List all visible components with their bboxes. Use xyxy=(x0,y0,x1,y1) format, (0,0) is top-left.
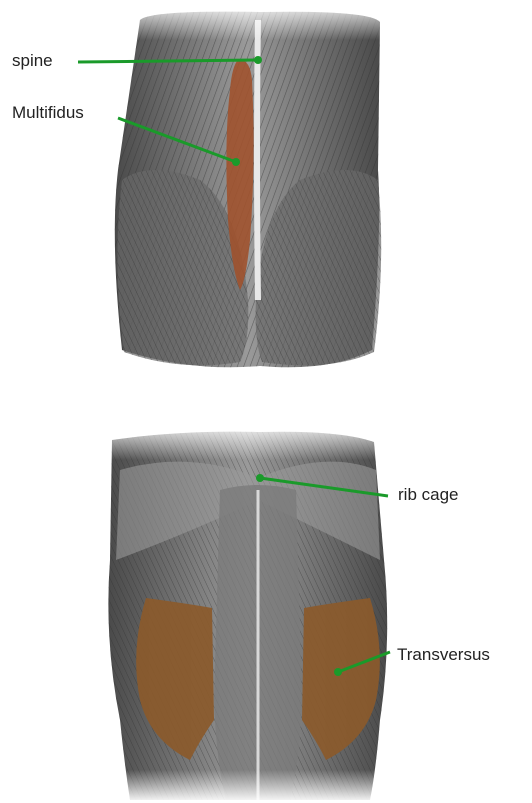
multifidus-label: Multifidus xyxy=(12,104,84,121)
lower-back-figure xyxy=(100,0,400,367)
top-fade xyxy=(100,0,400,40)
abdomen-figure xyxy=(90,420,410,803)
spine-label: spine xyxy=(12,52,53,69)
abdomen-top-fade xyxy=(90,420,410,460)
transversus-leader-dot xyxy=(334,668,342,676)
spine-leader-dot xyxy=(254,56,262,64)
rib-cage-label: rib cage xyxy=(398,486,458,503)
rib-cage-leader-dot xyxy=(256,474,264,482)
spine-leader-line xyxy=(78,60,258,62)
abdomen-bottom-fade xyxy=(90,770,410,803)
transversus-label: Transversus xyxy=(397,646,490,663)
multifidus-leader-dot xyxy=(232,158,240,166)
